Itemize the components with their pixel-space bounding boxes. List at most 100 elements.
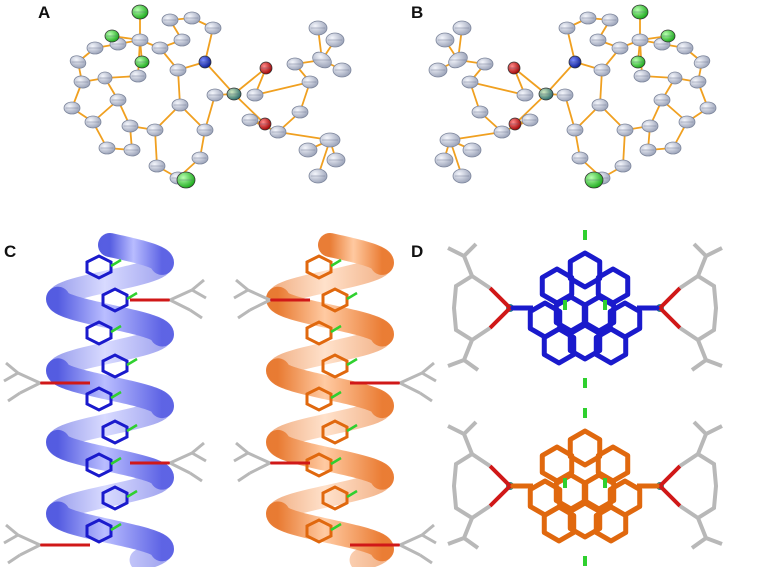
aromatic-ring-stick xyxy=(321,419,349,445)
ligand-stick xyxy=(447,536,465,546)
acac-ligand xyxy=(3,523,90,565)
acac-ligand xyxy=(130,441,207,483)
ligand-stick xyxy=(189,308,203,320)
ligand-stick xyxy=(17,533,41,547)
ligand-stick xyxy=(3,533,19,545)
helix-ribbon-front xyxy=(98,233,174,275)
aromatic-ring-stick xyxy=(305,386,333,412)
panel-d-blue-stick-model xyxy=(447,230,723,388)
ligand-stick xyxy=(247,288,271,302)
bond xyxy=(233,93,266,125)
ligand-stick xyxy=(3,371,19,383)
ligand-stick xyxy=(696,517,708,539)
aromatic-ring-stick xyxy=(321,353,349,379)
ligand-stick xyxy=(692,242,708,258)
aromatic-ring-stick xyxy=(305,254,333,280)
aromatic-ring-stick xyxy=(85,254,113,280)
acac-ligand xyxy=(678,273,719,343)
ligand-stick xyxy=(399,543,421,557)
metal-oxygen-bond xyxy=(658,484,682,508)
metal-oxygen-bond xyxy=(488,286,512,310)
ligand-stick xyxy=(191,451,207,463)
ligand-stick xyxy=(191,441,205,455)
ligand-stick xyxy=(169,288,193,302)
ligand-stick xyxy=(237,471,251,483)
ligand-stick xyxy=(690,536,708,550)
metal-oxygen-bond xyxy=(488,484,512,508)
aromatic-ring-stick xyxy=(567,250,603,290)
bond xyxy=(469,81,526,96)
panel-label-a: A xyxy=(38,3,51,22)
aromatic-ring-stick xyxy=(85,452,113,478)
ligand-stick xyxy=(696,339,708,361)
metal-oxygen-bond xyxy=(658,306,682,330)
ligand-stick xyxy=(462,517,474,539)
ligand-stick xyxy=(169,461,191,475)
ligand-stick xyxy=(462,255,474,277)
aromatic-ring-stick xyxy=(85,518,113,544)
helix-ribbon-front xyxy=(318,233,394,275)
metal-oxygen-bond xyxy=(488,306,512,330)
aromatic-ring-stick xyxy=(101,287,129,313)
chlorine-stick xyxy=(126,423,138,433)
chlorine-stick xyxy=(126,291,138,301)
ligand-stick xyxy=(705,246,723,258)
acac-ligand xyxy=(233,278,310,320)
chlorine-stick xyxy=(346,489,358,499)
helix-ribbon-front xyxy=(46,286,174,347)
ligand-stick xyxy=(247,451,271,465)
aromatic-ring-stick xyxy=(541,504,577,544)
chlorine-stick xyxy=(126,357,138,367)
acac-ligand xyxy=(678,451,719,521)
ligand-stick xyxy=(7,391,21,403)
ligand-stick xyxy=(462,358,480,372)
panel-a-ortep-structure xyxy=(63,4,352,189)
ligand-stick xyxy=(421,523,435,537)
panel-b-molecule xyxy=(428,4,717,189)
ligand-stick xyxy=(19,543,41,557)
ligand-stick xyxy=(696,255,708,277)
bond xyxy=(254,81,311,96)
aromatic-ring-stick xyxy=(101,419,129,445)
metal-oxygen-bond xyxy=(488,464,512,488)
aromatic-ring-stick xyxy=(305,452,333,478)
panel-c-blue-helix xyxy=(3,233,207,567)
ligand-stick xyxy=(399,371,423,385)
ligand-stick xyxy=(421,371,437,383)
aromatic-ring-stick xyxy=(321,485,349,511)
aromatic-ring-stick xyxy=(101,353,129,379)
chlorine-stick xyxy=(110,522,122,532)
aromatic-ring-stick xyxy=(593,326,629,366)
ligand-stick xyxy=(399,381,421,395)
ligand-stick xyxy=(191,278,205,292)
ligand-stick xyxy=(462,242,478,258)
panel-c-orange-helix xyxy=(233,233,437,567)
bond xyxy=(204,61,235,95)
ligand-stick xyxy=(696,433,708,455)
aromatic-ring-stick xyxy=(85,320,113,346)
acac-ligand xyxy=(451,451,492,521)
ligand-stick xyxy=(249,461,271,475)
ligand-stick xyxy=(233,451,249,463)
chlorine-stick xyxy=(330,390,342,400)
ligand-stick xyxy=(462,339,474,361)
ligand-stick xyxy=(249,298,271,312)
metal-oxygen-bond xyxy=(658,286,682,310)
aromatic-ring-stick xyxy=(305,320,333,346)
aromatic-ring-stick xyxy=(85,386,113,412)
chlorine-stick xyxy=(346,291,358,301)
chlorine-stick xyxy=(346,357,358,367)
ligand-stick xyxy=(5,361,19,375)
helix-ribbon-front xyxy=(46,358,174,419)
ligand-stick xyxy=(235,441,249,455)
chlorine-stick xyxy=(110,456,122,466)
ligand-stick xyxy=(7,553,21,565)
ligand-stick xyxy=(191,288,207,300)
ligand-stick xyxy=(169,451,193,465)
ligand-stick xyxy=(421,361,435,375)
ligand-stick xyxy=(233,288,249,300)
ligand-stick xyxy=(237,308,251,320)
aromatic-ring-stick xyxy=(567,428,603,468)
acac-ligand xyxy=(350,523,437,565)
ligand-stick xyxy=(692,420,708,436)
